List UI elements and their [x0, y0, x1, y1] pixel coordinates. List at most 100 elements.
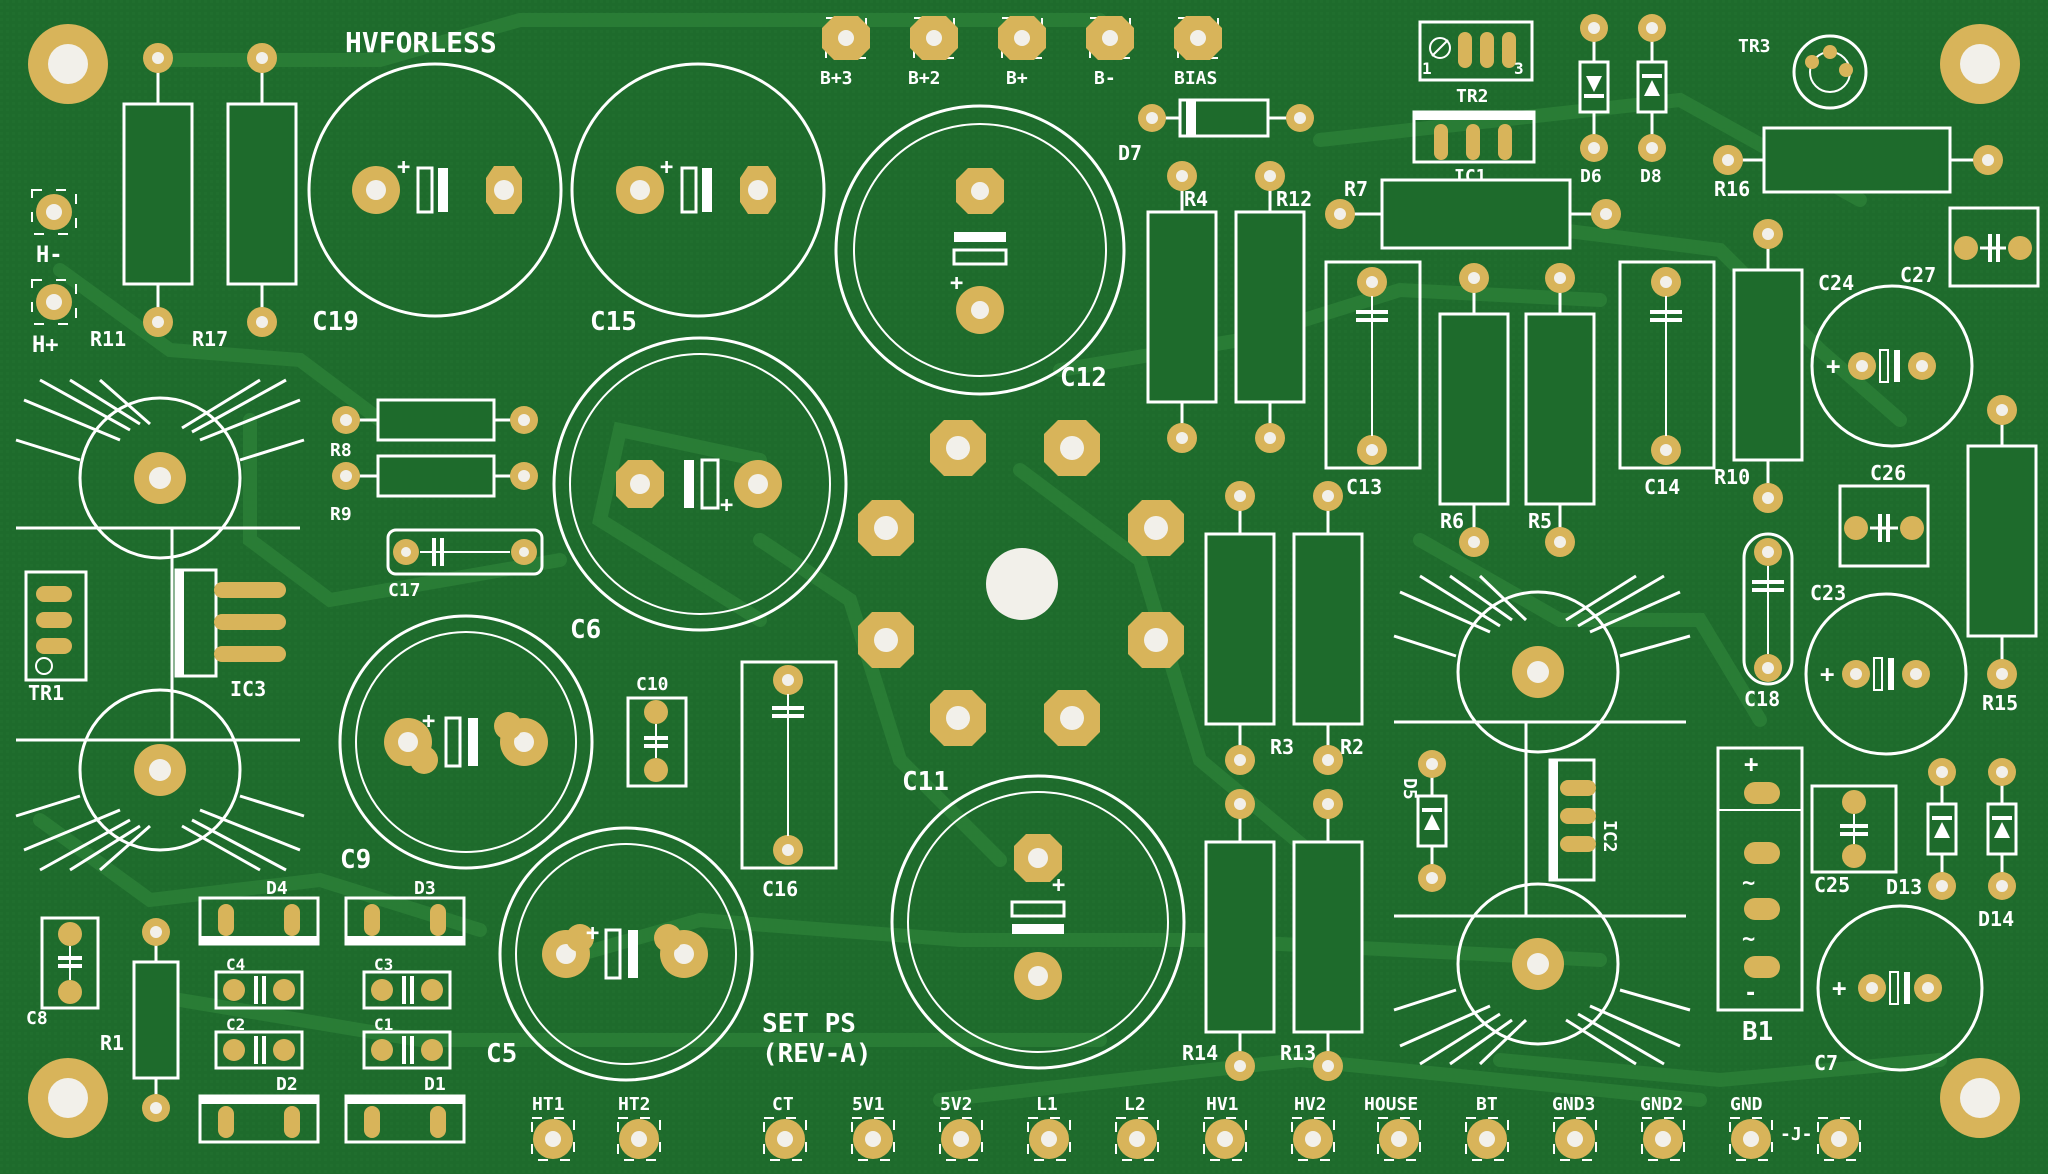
- c15-plus: +: [660, 155, 673, 180]
- jumper-j: -J-: [1780, 1117, 1861, 1161]
- resistor-r12: R12: [1234, 161, 1312, 453]
- bottom-connector: HT1 HT2 CT 5V1 5V2 L1 L2 HV1 HV2 HOUSE B…: [531, 1094, 1861, 1161]
- diode-d13: D13: [1886, 758, 1958, 900]
- resistor-r7: R7: [1325, 177, 1621, 250]
- label-5v2: 5V2: [940, 1094, 973, 1115]
- pad-bias: BIAS: [1174, 16, 1222, 89]
- label-b-plus: B+: [1006, 68, 1028, 89]
- diode-d8: D8: [1636, 14, 1668, 187]
- label-ct: CT: [772, 1094, 794, 1115]
- c23-label: C23: [1810, 581, 1846, 605]
- d4-label: D4: [266, 878, 288, 899]
- c10-label: C10: [636, 674, 669, 695]
- resistor-r11: R11: [90, 43, 194, 351]
- r16-label: R16: [1714, 177, 1750, 201]
- h-minus-pad: H-: [31, 189, 77, 268]
- tr2-pin3: 3: [1514, 59, 1524, 78]
- capacitor-c2: C2: [214, 1015, 304, 1070]
- c11-label: C11: [902, 767, 949, 797]
- pad-b-plus-2: B+2: [908, 16, 958, 89]
- h-plus-label: H+: [32, 333, 59, 358]
- capacitor-c25: C25: [1810, 784, 1898, 897]
- pad-l2: L2: [1115, 1094, 1159, 1161]
- c24-plus: +: [1826, 352, 1840, 380]
- pad-ht2: HT2: [617, 1094, 661, 1161]
- tr1-label: TR1: [28, 681, 64, 705]
- pad-b-plus-3: B+3: [820, 16, 870, 89]
- pad-5v2: 5V2: [939, 1094, 983, 1161]
- pad-l1: L1: [1027, 1094, 1071, 1161]
- capacitor-c10: C10: [626, 674, 688, 788]
- c16-label: C16: [762, 877, 798, 901]
- c7-plus: +: [1832, 974, 1846, 1002]
- label-hv1: HV1: [1206, 1094, 1239, 1115]
- label-gnd3: GND3: [1552, 1094, 1595, 1115]
- ic3-label: IC3: [230, 677, 266, 701]
- resistor-r17: R17: [192, 43, 298, 351]
- b1-minus: -: [1744, 981, 1757, 1006]
- pad-gnd: GND: [1729, 1094, 1773, 1161]
- r15-label: R15: [1982, 691, 2018, 715]
- capacitor-c14: C14: [1618, 260, 1716, 499]
- b1-label: B1: [1742, 1017, 1773, 1047]
- c6-label: C6: [570, 615, 601, 645]
- label-hv2: HV2: [1294, 1094, 1327, 1115]
- diode-d2: D2: [198, 1074, 320, 1144]
- c13-label: C13: [1346, 475, 1382, 499]
- label-gnd: GND: [1730, 1094, 1763, 1115]
- c17-label: C17: [388, 580, 421, 601]
- resistor-r13: R13: [1280, 789, 1364, 1081]
- r7-label: R7: [1344, 177, 1368, 201]
- b1-plus: +: [1744, 750, 1758, 778]
- jumper-label: -J-: [1780, 1124, 1813, 1145]
- c19-plus: +: [397, 155, 410, 180]
- top-connector: B+3 B+2 B+ B- BIAS: [820, 16, 1222, 89]
- capacitor-c18: C18: [1742, 532, 1794, 711]
- c3-label: C3: [374, 955, 393, 974]
- pad-house: HOUSE: [1364, 1094, 1421, 1161]
- capacitor-c12: + C12: [834, 104, 1126, 396]
- pad-gnd2: GND2: [1640, 1094, 1685, 1161]
- c23-plus: +: [1820, 660, 1834, 688]
- tube-socket-pins: [858, 420, 1184, 746]
- diode-d7: D7: [1118, 98, 1314, 165]
- c8-label: C8: [26, 1008, 48, 1029]
- ic-ic3: IC3: [174, 568, 286, 701]
- resistor-r14: R14: [1182, 789, 1276, 1081]
- r5-label: R5: [1528, 509, 1552, 533]
- c4-label: C4: [226, 955, 245, 974]
- d8-label: D8: [1640, 166, 1662, 187]
- resistor-r1: R1: [100, 918, 180, 1122]
- r12-label: R12: [1276, 187, 1312, 211]
- capacitor-c7: + C7: [1814, 904, 1984, 1075]
- r3-label: R3: [1270, 735, 1294, 759]
- label-b-minus: B-: [1094, 68, 1116, 89]
- tr2-label: TR2: [1456, 86, 1489, 107]
- c5-label: C5: [486, 1039, 517, 1069]
- pad-5v1: 5V1: [851, 1094, 895, 1161]
- c25-label: C25: [1814, 873, 1850, 897]
- label-bt: BT: [1476, 1094, 1498, 1115]
- c18-label: C18: [1744, 687, 1780, 711]
- r4-label: R4: [1184, 187, 1208, 211]
- c14-label: C14: [1644, 475, 1680, 499]
- b1-tilde-1: ~: [1742, 871, 1755, 896]
- diode-d5: D5: [1399, 750, 1448, 892]
- b1-tilde-2: ~: [1742, 927, 1755, 952]
- label-house: HOUSE: [1364, 1094, 1418, 1115]
- board-subtitle-2: (REV-A): [762, 1039, 872, 1069]
- h-minus-label: H-: [36, 243, 63, 268]
- pad-bt: BT: [1465, 1094, 1509, 1161]
- label-ht1: HT1: [532, 1094, 565, 1115]
- pad-ct: CT: [763, 1094, 807, 1161]
- trimmer-tr2: 1 3 TR2: [1418, 20, 1534, 107]
- c7-label: C7: [1814, 1051, 1838, 1075]
- resistor-r8: R8: [330, 398, 538, 461]
- c12-plus: +: [950, 271, 963, 296]
- resistor-r5: R5: [1524, 263, 1596, 557]
- resistor-r6: R6: [1438, 263, 1510, 557]
- trimmer-tr3: TR3: [1738, 34, 1868, 110]
- resistor-r3: R3: [1204, 481, 1294, 775]
- c15-label: C15: [590, 307, 637, 337]
- capacitor-c11: + C11: [890, 767, 1186, 1070]
